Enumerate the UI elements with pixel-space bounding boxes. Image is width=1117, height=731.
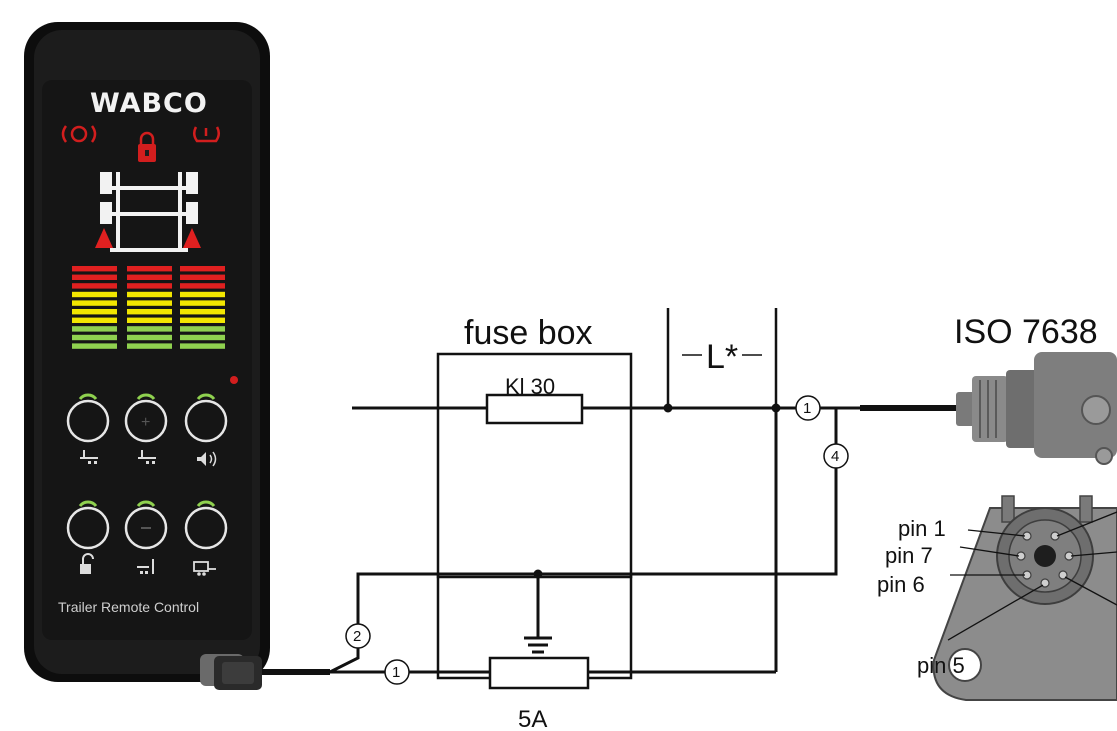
pin-label: pin 1: [898, 516, 946, 541]
pin-leaders: [947, 511, 1117, 641]
level-bar-segment: [180, 300, 225, 306]
level-bar-segment: [72, 343, 117, 349]
level-bar-segment: [72, 317, 117, 323]
wiring: [262, 308, 860, 675]
trailer-button[interactable]: [184, 506, 228, 550]
level-bar-segment: [127, 317, 172, 323]
kl30-fuse: [485, 393, 584, 425]
unlock-button[interactable]: [66, 506, 110, 550]
level-bar-segment: [180, 291, 225, 298]
iso-label: ISO 7638: [954, 313, 1098, 351]
lift-axle-down-icon: [80, 450, 98, 464]
level-bar-segment: [127, 291, 172, 298]
level-bar-segment: [180, 334, 225, 341]
ground-symbol-icon: [524, 636, 552, 654]
kl30-label: Kl 30: [505, 374, 555, 399]
junction-dots: [533, 403, 781, 579]
level-bar-segment: [180, 266, 225, 272]
device-caption: Trailer Remote Control: [58, 599, 199, 615]
minus-button[interactable]: [124, 506, 168, 550]
lift-axle-up-icon: [137, 559, 154, 574]
svg-text:1: 1: [392, 664, 400, 681]
level-bar-segment: [127, 274, 172, 280]
trailer-icon: [193, 561, 216, 576]
device-connector-plug: [200, 654, 262, 690]
level-bar-graph: [72, 266, 225, 349]
level-bar-segment: [72, 274, 117, 280]
level-bar-segment: [180, 274, 225, 280]
lift-axle-down-icon: [138, 450, 156, 464]
level-bar-segment: [72, 334, 117, 341]
pin-label: pin 6: [877, 572, 925, 597]
plus-icon: +: [141, 414, 150, 431]
level-bar-segment: [72, 266, 117, 272]
level-bar-segment: [127, 266, 172, 272]
unlock-icon: [80, 553, 94, 574]
wire-marker: 1: [795, 395, 821, 421]
warning-icon: [95, 228, 201, 248]
lock-icon: [138, 131, 156, 162]
level-bar-segment: [127, 343, 172, 349]
level-bar-segment: [72, 309, 117, 315]
speaker-icon: [197, 451, 217, 467]
brand-logo: WABCO: [90, 88, 208, 119]
level-bar-segment: [180, 283, 225, 289]
axle-diagram-icon: [100, 172, 198, 252]
brake-icon: [61, 125, 97, 143]
level-bar-segment: [127, 309, 172, 315]
level-bar-segment: [72, 326, 117, 332]
level-bar-segment: [127, 300, 172, 306]
button-row-bottom: [66, 500, 228, 550]
trailer-remote-control-device: WABCO: [24, 22, 270, 690]
wire-marker: 2: [345, 623, 371, 649]
tire-pressure-icon: [193, 126, 220, 143]
fuse-box: [436, 352, 633, 579]
fuse-5a: [488, 656, 590, 690]
plus-button[interactable]: [124, 399, 168, 443]
iso-7638-connector: [956, 352, 1117, 465]
wire-marker: 4: [823, 443, 849, 469]
level-bar-segment: [127, 334, 172, 341]
button-row-top: +: [66, 393, 228, 443]
level-bar-segment: [180, 309, 225, 315]
button-icons-top: [80, 450, 217, 467]
lift-axle-down-button[interactable]: [66, 399, 110, 443]
level-bar-segment: [180, 343, 225, 349]
svg-text:2: 2: [353, 628, 361, 645]
speaker-button[interactable]: [184, 399, 228, 443]
level-bar-segment: [180, 317, 225, 323]
level-bar-segment: [127, 326, 172, 332]
pin-label: pin 7: [885, 543, 933, 568]
length-label: L*: [706, 338, 738, 376]
fuse-5a-label: 5A: [518, 706, 547, 731]
wire-marker: 1: [384, 659, 410, 685]
indicator-led: [230, 376, 238, 384]
level-bar-segment: [180, 326, 225, 332]
level-bar-segment: [72, 291, 117, 298]
fuse-box-label: fuse box: [464, 314, 593, 352]
level-bar-segment: [72, 283, 117, 289]
svg-text:4: 4: [831, 448, 839, 465]
level-bar-segment: [127, 283, 172, 289]
pin-label: pin 5: [917, 653, 965, 678]
level-bar-segment: [72, 300, 117, 306]
svg-text:1: 1: [803, 400, 811, 417]
button-icons-bottom: [80, 553, 216, 576]
